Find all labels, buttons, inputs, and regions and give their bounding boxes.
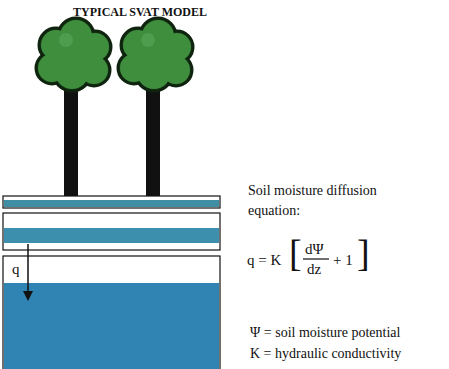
legend-definition: K = hydraulic conductivity: [250, 345, 401, 363]
surface-water-band: [4, 200, 219, 207]
equation-bracket: [: [289, 234, 302, 272]
equation-denominator: dz: [307, 260, 321, 280]
fraction-bar: [303, 258, 329, 259]
tree-highlight: [59, 33, 155, 47]
soil-layer: [3, 213, 220, 250]
flux-label: q: [12, 260, 20, 280]
equation-heading: Soil moisture diffusion equation:: [248, 181, 413, 221]
equation-term: q = K: [247, 251, 281, 271]
tree-trunk: [146, 88, 160, 196]
equation-numerator: dΨ: [305, 240, 324, 260]
diagram-title: TYPICAL SVAT MODEL: [0, 5, 280, 21]
soil-layer: [3, 256, 220, 369]
surface-layer: [3, 196, 220, 208]
tree-crown: [38, 20, 191, 89]
legend-definition: Ψ = soil moisture potential: [250, 324, 400, 342]
soil-moisture-band: [4, 228, 219, 243]
equation-bracket: ]: [357, 234, 370, 272]
equation-term: + 1: [333, 251, 353, 271]
tree-trunk: [64, 88, 78, 196]
flux-arrow: [27, 244, 29, 296]
soil-moisture-band: [4, 283, 219, 369]
tree-crown-outline: [36, 18, 193, 91]
